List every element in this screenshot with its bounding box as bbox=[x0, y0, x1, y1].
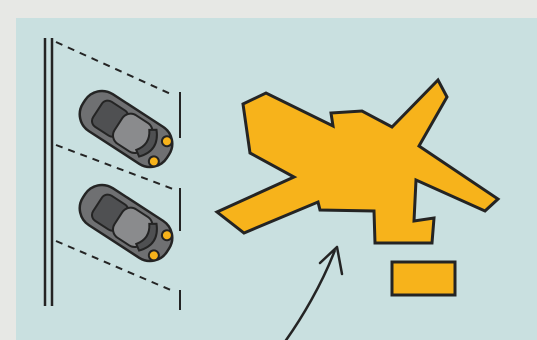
parked-car-icon bbox=[78, 183, 174, 263]
site-plan-illustration bbox=[16, 18, 537, 340]
wall-icon bbox=[43, 38, 54, 306]
parked-car-icon bbox=[78, 89, 174, 169]
curved-arrow-icon bbox=[284, 245, 344, 340]
parking-space-icon bbox=[55, 188, 181, 310]
parking-space-icon bbox=[55, 41, 181, 190]
illustration-panel bbox=[16, 18, 537, 340]
x-shaped-building-icon bbox=[214, 77, 501, 245]
small-building-icon bbox=[390, 260, 457, 297]
